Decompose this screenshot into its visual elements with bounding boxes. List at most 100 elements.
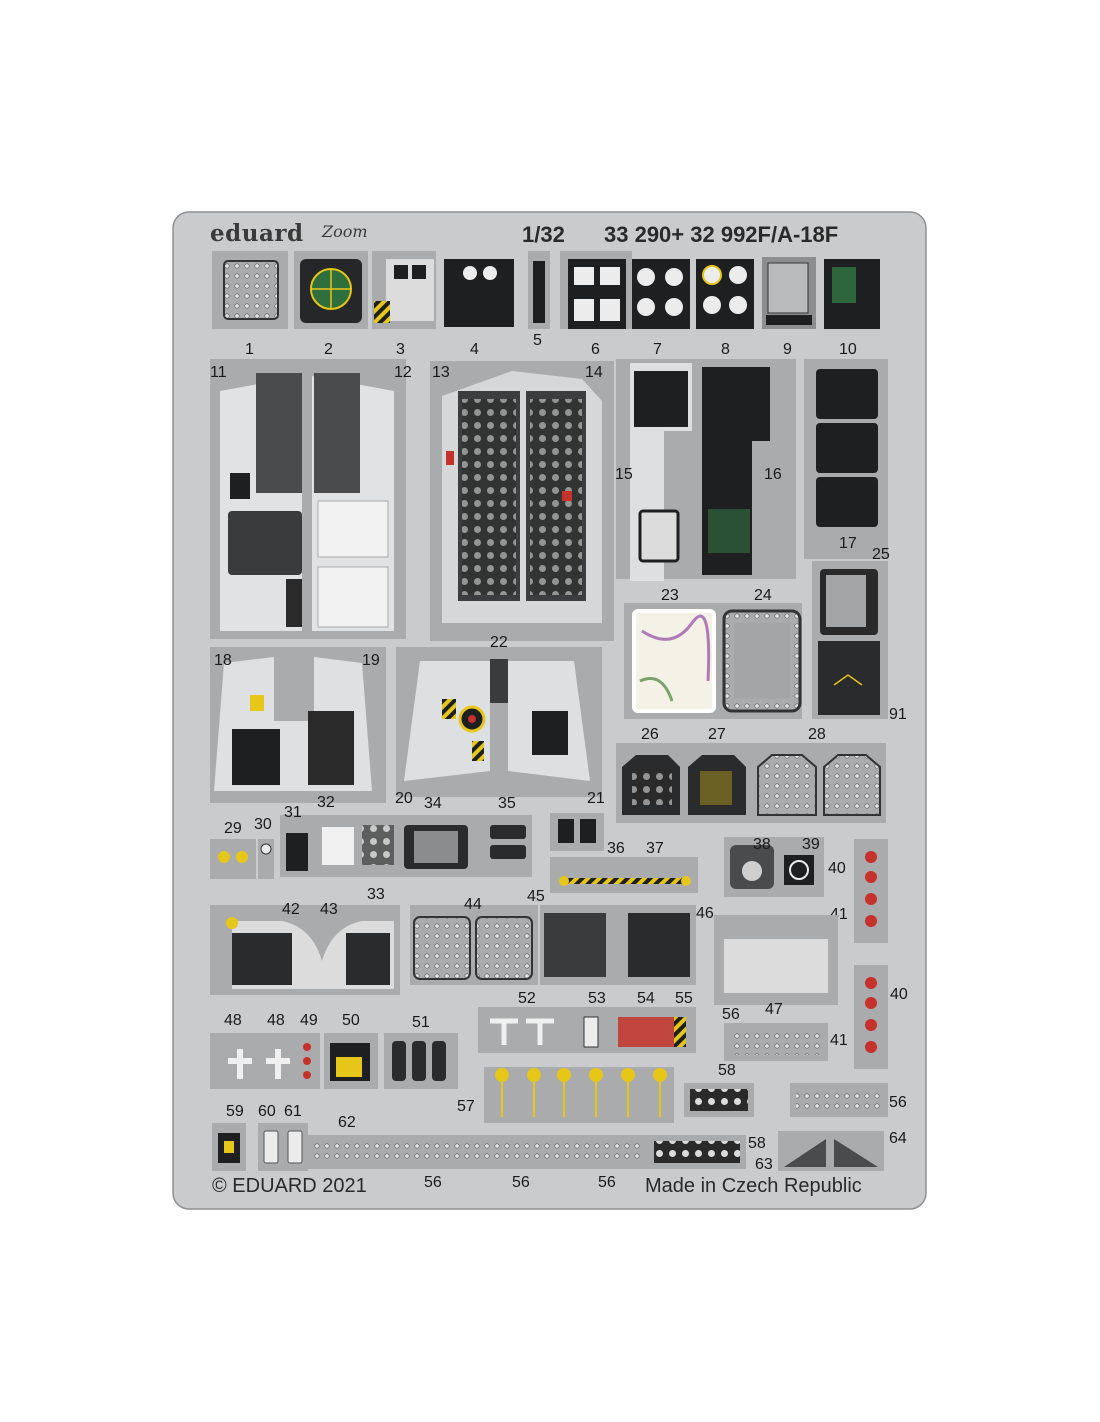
part-label: 5 (533, 332, 542, 349)
part-label: 18 (214, 652, 232, 669)
part-label: 16 (764, 466, 782, 483)
part-label: 57 (457, 1098, 475, 1115)
part-22-panel (490, 659, 508, 703)
made-in-label: Made in Czech Republic (645, 1175, 862, 1197)
photo-etch-fret: 1 2 3 4 5 6 7 8 9 10 (172, 211, 927, 1210)
part-label: 3 (396, 341, 405, 358)
part-17-panel-c (816, 477, 878, 527)
part-57-frame (484, 1067, 674, 1123)
part-label: 17 (839, 535, 857, 552)
part-label: 1 (245, 341, 254, 358)
part-row-6 (210, 905, 838, 1005)
part-11-display (228, 511, 302, 575)
part-row-7 (210, 1007, 888, 1123)
part-label: 8 (721, 341, 730, 358)
part-label: 62 (338, 1114, 356, 1131)
part-label: 51 (412, 1014, 430, 1031)
part-label: 56 (598, 1174, 616, 1191)
part-label: 13 (432, 364, 450, 381)
part-label: 48 (267, 1012, 285, 1029)
part-7-panel (632, 259, 690, 329)
part-label: 47 (765, 1001, 783, 1018)
part-label: 58 (718, 1062, 736, 1079)
part-label: 91 (889, 706, 907, 723)
part-17-panel-a (816, 369, 878, 419)
part-label: 14 (585, 364, 603, 381)
row-5-labels: 29 30 31 32 33 34 35 36 37 38 39 40 41 (224, 794, 848, 923)
part-label: 55 (675, 990, 693, 1007)
brand-logo: eduard (210, 220, 304, 247)
part-label: 20 (395, 790, 413, 807)
part-label: 9 (783, 341, 792, 358)
part-label: 52 (518, 990, 536, 1007)
part-29-frame (210, 839, 256, 879)
part-label: 40 (828, 860, 846, 877)
part-label: 54 (637, 990, 655, 1007)
part-label: 31 (284, 804, 302, 821)
part-label: 32 (317, 794, 335, 811)
part-28-mfd-b (823, 754, 881, 816)
part-label: 60 (258, 1103, 276, 1120)
part-label: 34 (424, 795, 442, 812)
part-label: 56 (722, 1006, 740, 1023)
part-label: 24 (754, 587, 772, 604)
part-row-8 (212, 1123, 884, 1171)
part-label: 46 (696, 905, 714, 922)
row-2-labels: 11 12 13 14 15 16 17 (210, 364, 857, 552)
row-6-labels: 42 43 44 45 46 47 (282, 888, 783, 1018)
zoom-logo: Zoom (322, 222, 368, 241)
part-16-console (702, 367, 770, 575)
part-label: 56 (424, 1174, 442, 1191)
part-3-hazard-stripe (374, 301, 390, 323)
part-label: 25 (872, 546, 890, 563)
part-44-mfd-a (413, 916, 471, 980)
part-label: 37 (646, 840, 664, 857)
part-label: 53 (588, 990, 606, 1007)
part-label: 19 (362, 652, 380, 669)
part-label: 50 (342, 1012, 360, 1029)
part-label: 56 (512, 1174, 530, 1191)
part-label: 40 (890, 986, 908, 1003)
part-label: 59 (226, 1103, 244, 1120)
part-row-3 (210, 561, 888, 803)
part-label: 43 (320, 901, 338, 918)
part-row-2 (210, 359, 888, 641)
part-label: 10 (839, 341, 857, 358)
part-label: 63 (755, 1156, 773, 1173)
part-3-panel (386, 259, 434, 321)
part-label: 6 (591, 341, 600, 358)
row-8-labels: 59 60 61 62 58 63 64 56 56 56 33 (226, 1103, 907, 1191)
copyright-notice: © EDUARD 2021 (212, 1175, 367, 1197)
part-1-mfd (223, 260, 279, 320)
part-label: 33 (367, 886, 385, 903)
part-label: 58 (748, 1135, 766, 1152)
part-label: 29 (224, 820, 242, 837)
part-91-hud (818, 641, 880, 715)
part-label: 28 (808, 726, 826, 743)
part-label: 49 (300, 1012, 318, 1029)
part-label: 61 (284, 1103, 302, 1120)
part-row-4 (616, 743, 886, 823)
set-code: 33 290+ 32 992F/A-18F (604, 222, 839, 247)
part-label: 38 (753, 836, 771, 853)
part-label: 21 (587, 790, 605, 807)
part-row-1 (212, 251, 880, 329)
part-label: 48 (224, 1012, 242, 1029)
row-1-labels: 1 2 3 4 5 6 7 8 9 10 (245, 332, 857, 358)
row-4-labels: 26 27 28 (641, 726, 826, 743)
part-label: 15 (615, 466, 633, 483)
part-label: 39 (802, 836, 820, 853)
part-label: 42 (282, 901, 300, 918)
part-28-mfd-a (757, 754, 817, 816)
part-label: 56 (889, 1094, 907, 1111)
part-label: 45 (527, 888, 545, 905)
part-20-console (404, 661, 490, 781)
row-7-labels: 48 48 49 50 51 52 53 54 55 56 57 58 56 4… (224, 986, 908, 1115)
part-label: 2 (324, 341, 333, 358)
scale-label: 1/32 (522, 222, 565, 247)
part-44-mfd-b (475, 916, 533, 980)
part-label: 23 (661, 587, 679, 604)
part-label: 64 (889, 1130, 907, 1147)
part-label: 27 (708, 726, 726, 743)
part-label: 35 (498, 795, 516, 812)
